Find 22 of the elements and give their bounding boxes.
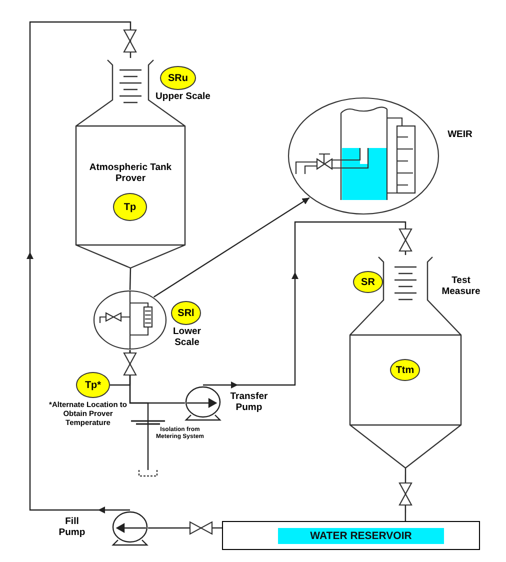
side-caption: Fill Pump — [58, 516, 86, 539]
detail-label: WEIR — [446, 129, 474, 140]
reservoir-tank — [222, 521, 480, 550]
instrument-badge: Tp — [113, 193, 147, 221]
instrument-badge: Tp* — [76, 372, 110, 398]
vessel-label: Test Measure — [440, 275, 482, 298]
side-caption: Lower Scale — [172, 326, 202, 349]
vessel-label: Atmospheric Tank Prover — [88, 162, 173, 185]
instrument-badge: Ttm — [390, 359, 420, 381]
flow-arrow — [153, 197, 310, 298]
instrument-badge: SRl — [171, 301, 201, 325]
pipe-line — [148, 527, 222, 529]
pipe-line — [129, 268, 132, 290]
side-caption: Upper Scale — [154, 91, 212, 102]
instrument-badge: SRu — [160, 66, 196, 90]
reservoir-label: WATER RESERVOIR — [278, 528, 444, 544]
instrument-badge: SR — [353, 271, 383, 293]
flow-arrow — [26, 21, 132, 514]
flow-arrow — [203, 221, 406, 388]
pipe-line — [404, 468, 406, 521]
pipe-line — [129, 350, 149, 470]
side-caption: Transfer Pump — [229, 391, 269, 414]
